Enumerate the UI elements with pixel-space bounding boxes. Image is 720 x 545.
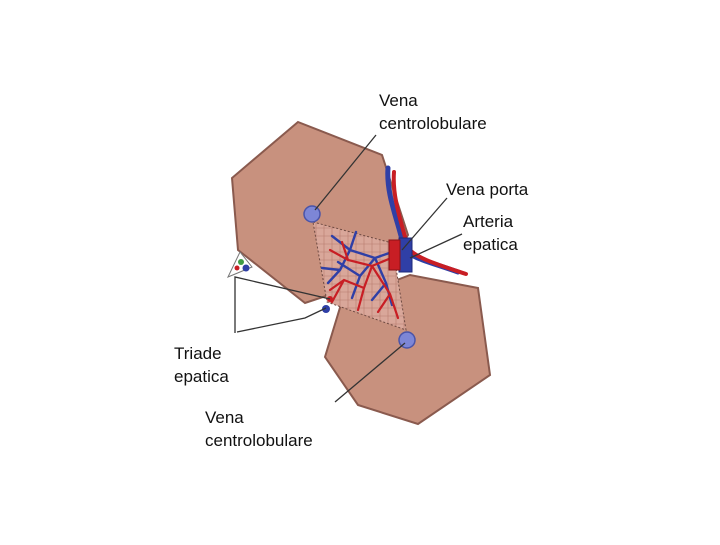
label-line: epatica [463, 235, 518, 254]
label-line: centrolobulare [205, 431, 313, 450]
label-vena-centrolobulare-top: Vena centrolobulare [379, 89, 487, 135]
label-line: centrolobulare [379, 114, 487, 133]
vascular-branches [320, 230, 400, 320]
label-line: Vena porta [446, 180, 529, 199]
label-line: epatica [174, 367, 229, 386]
central-vein-top [303, 205, 321, 223]
label-line: Arteria [463, 212, 514, 231]
label-line: Vena [205, 408, 244, 427]
leader-lines [234, 134, 463, 403]
label-triade-epatica: Triade epatica [174, 342, 229, 388]
portal-vein-stub [398, 237, 413, 273]
hepatic-artery-stub [388, 239, 401, 271]
label-vena-centrolobulare-bottom: Vena centrolobulare [205, 406, 313, 452]
portal-triad-left [226, 251, 253, 278]
label-line: Vena [379, 91, 418, 110]
label-line: Triade [174, 344, 222, 363]
label-vena-porta: Vena porta [446, 178, 528, 201]
label-arteria-epatica: Arteria epatica [463, 210, 518, 256]
